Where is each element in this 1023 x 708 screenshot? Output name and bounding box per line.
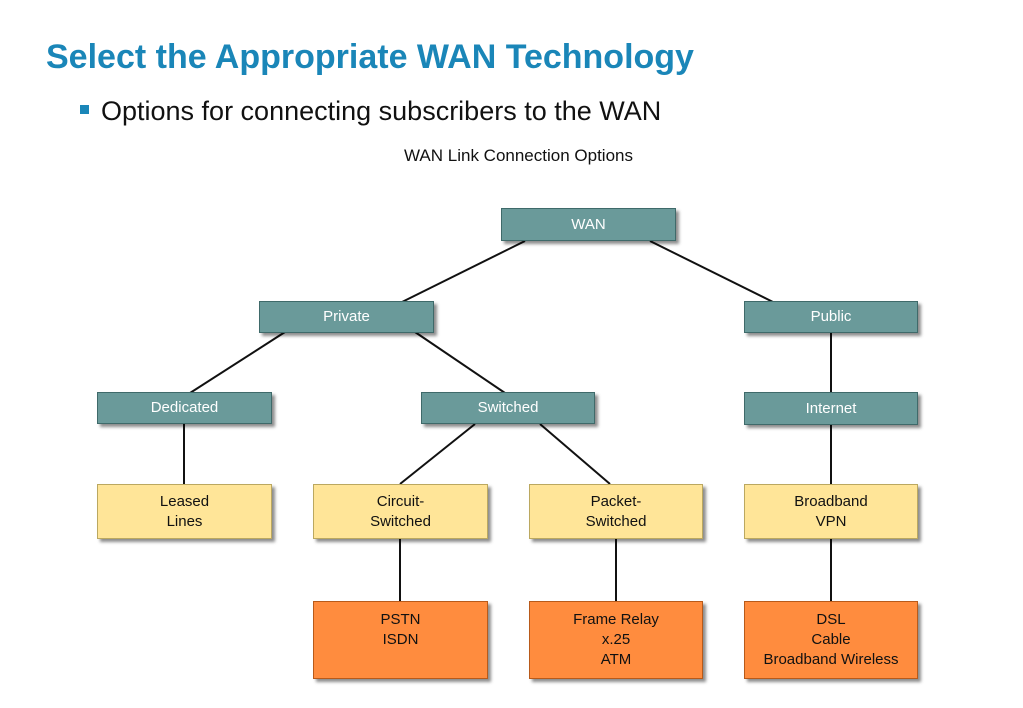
node-private: Private xyxy=(259,301,434,333)
node-frame-relay-x25-atm: Frame Relay x.25 ATM xyxy=(529,601,703,679)
square-bullet-icon xyxy=(80,105,89,115)
node-dsl-cable-wireless: DSL Cable Broadband Wireless xyxy=(744,601,918,679)
bullet-text: Options for connecting subscribers to th… xyxy=(101,96,662,126)
connector-wan-public xyxy=(649,240,776,304)
node-switched: Switched xyxy=(421,392,595,424)
bullet-item: Options for connecting subscribers to th… xyxy=(80,96,661,127)
node-dedicated: Dedicated xyxy=(97,392,272,424)
connector-switched-packet xyxy=(539,423,611,485)
node-wan: WAN xyxy=(501,208,676,241)
diagram-title: WAN Link Connection Options xyxy=(404,146,633,165)
node-circuit-switched: Circuit- Switched xyxy=(313,484,488,539)
connector-private-dedicated xyxy=(189,331,286,394)
connector-wan-private xyxy=(399,240,526,304)
node-pstn-isdn: PSTN ISDN xyxy=(313,601,488,679)
node-leased-lines: Leased Lines xyxy=(97,484,272,539)
node-packet-switched: Packet- Switched xyxy=(529,484,703,539)
slide-title: Select the Appropriate WAN Technology xyxy=(46,38,694,76)
connector-switched-circuit xyxy=(399,423,476,485)
node-internet: Internet xyxy=(744,392,918,425)
node-broadband-vpn: Broadband VPN xyxy=(744,484,918,539)
node-public: Public xyxy=(744,301,918,333)
connector-private-switched xyxy=(414,331,506,394)
